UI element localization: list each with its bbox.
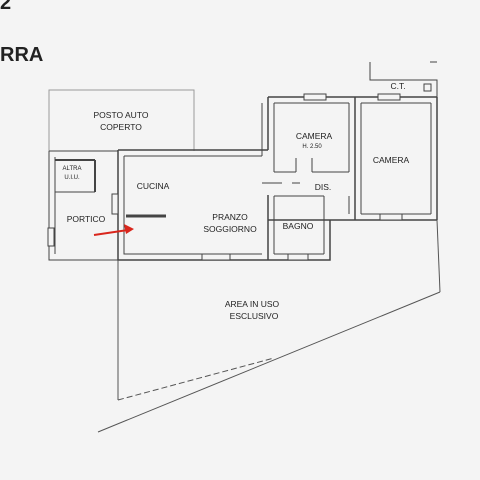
camera-1-label: CAMERA bbox=[296, 131, 333, 141]
pranzo-label-line2: SOGGIORNO bbox=[203, 224, 257, 234]
cucina-label: CUCINA bbox=[137, 181, 170, 191]
posto-auto-label-line2: COPERTO bbox=[100, 122, 142, 132]
posto-auto-area bbox=[48, 89, 195, 151]
dis-label: DIS. bbox=[315, 182, 332, 192]
pranzo-label-line1: PRANZO bbox=[212, 212, 248, 222]
floor-title: RRA bbox=[0, 44, 44, 66]
altra-label-line1: ALTRA bbox=[63, 166, 82, 172]
windows bbox=[47, 93, 403, 261]
entrance-arrow bbox=[93, 224, 134, 236]
camera-2-label: CAMERA bbox=[373, 155, 410, 165]
posto-auto-label-line1: POSTO AUTO bbox=[94, 110, 149, 120]
bagno-label: BAGNO bbox=[283, 221, 314, 231]
portico-label: PORTICO bbox=[67, 214, 106, 224]
camera-1-height: H. 2.50 bbox=[302, 144, 322, 150]
altra-label-line2: U.I.U. bbox=[64, 175, 80, 181]
ct-label: C.T. bbox=[390, 81, 405, 91]
property-boundary bbox=[97, 219, 441, 433]
floor-number: 2 bbox=[0, 0, 12, 14]
area-label-line2: ESCLUSIVO bbox=[230, 311, 279, 321]
area-label-line1: AREA IN USO bbox=[225, 299, 280, 309]
